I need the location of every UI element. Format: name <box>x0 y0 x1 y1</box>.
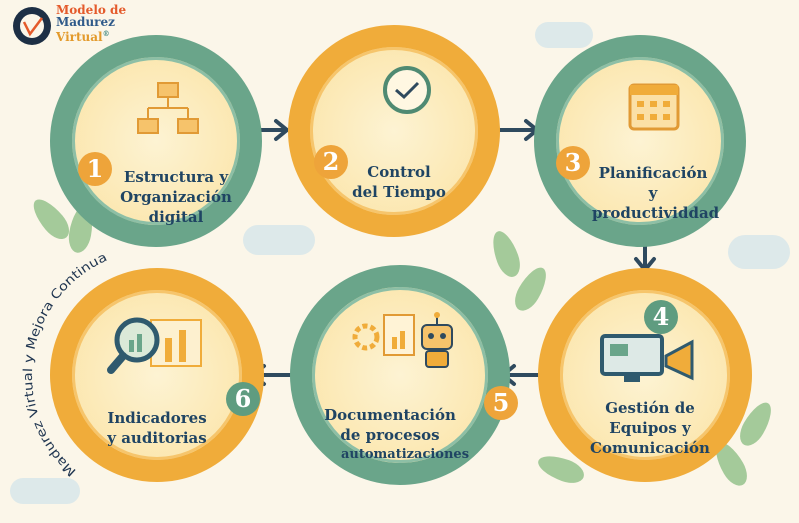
step-2-badge: 2 <box>314 145 348 179</box>
step-6-label: Indicadores y auditorias <box>107 409 207 447</box>
step-6-badge: 6 <box>226 382 260 416</box>
logo-line2: Madurez <box>56 15 115 29</box>
cloud-decoration <box>10 478 80 504</box>
step-4-label: Gestión de Equipos y Comunicación <box>590 399 710 457</box>
logo-line3: Virtual <box>56 30 103 44</box>
logo-seal-icon <box>13 7 51 45</box>
step-2-label: Control del Tiempo <box>352 163 446 201</box>
step-1-badge: 1 <box>78 152 112 186</box>
step-1-circle: 1 Estructura y Organización digital <box>50 35 262 247</box>
logo-mark: ® <box>102 29 110 38</box>
cloud-decoration <box>728 235 790 269</box>
step-5-sublabel: automatizaciones <box>340 447 470 462</box>
step-1-label: Estructura y Organización digital <box>120 168 232 226</box>
logo-line1: Modelo de <box>56 3 127 17</box>
step-5-label: Documentación de procesos <box>324 406 456 444</box>
logo: Modelo de Madurez Virtual® <box>10 4 140 48</box>
monitor-megaphone-icon <box>600 334 694 382</box>
step-4-badge: 4 <box>644 300 678 334</box>
step-4-circle: 4 Gestión de Equipos y Comunicación <box>538 268 752 482</box>
step-3-badge: 3 <box>556 146 590 180</box>
robot-documents-icon <box>352 312 453 368</box>
step-3-circle: 3 Planificación y productividdad <box>534 35 746 247</box>
step-5-circle: 5 Documentación de procesos automatizaci… <box>290 265 518 485</box>
step-6-circle: 6 Indicadores y auditorias <box>50 268 264 482</box>
step-3-label: Planificación y productividdad <box>592 164 720 222</box>
step-2-circle: 2 Control del Tiempo <box>288 25 500 237</box>
magnifier-chart-icon <box>107 317 202 374</box>
step-5-badge: 5 <box>484 386 518 420</box>
cloud-decoration <box>243 225 315 255</box>
calendar-icon <box>628 83 680 131</box>
clock-icon <box>383 66 431 114</box>
org-chart-icon <box>137 82 199 134</box>
cloud-decoration <box>535 22 593 48</box>
